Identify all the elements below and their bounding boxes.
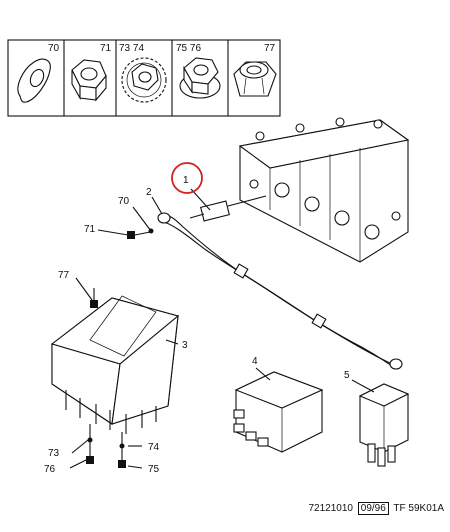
- callout-2: 2: [146, 187, 152, 198]
- callout-71: 71: [84, 224, 96, 235]
- nut-77-marker: [90, 300, 98, 308]
- legend-frame: [7, 39, 281, 117]
- leader-lines: [69, 188, 375, 469]
- relay-box-drawing: [50, 295, 180, 434]
- callout-75: 75: [148, 464, 160, 475]
- callout-73: 73: [48, 448, 60, 459]
- cap-nut-icon: [233, 61, 277, 97]
- legend-label-71: 71: [100, 43, 112, 54]
- washer-icon: [17, 58, 51, 103]
- legend-strip: 70 71 73 74 75 76 77: [7, 39, 281, 117]
- legend-label-75-76: 75 76: [176, 43, 201, 54]
- callout-70: 70: [118, 196, 130, 207]
- footer-date: 09/96: [357, 502, 389, 515]
- flanged-nut-icon: [179, 57, 221, 99]
- callout-77: 77: [58, 270, 70, 281]
- relay-4-drawing: [233, 371, 324, 453]
- callout-4: 4: [252, 356, 258, 367]
- fastener-70-71: [97, 206, 154, 239]
- footer-ref-number: 72121010: [308, 503, 353, 514]
- hex-nut-icon: [71, 59, 107, 102]
- footer-reference: 72121010 09/96 TF 59K01A: [308, 502, 444, 515]
- callout-3: 3: [182, 340, 188, 351]
- legend-label-70: 70: [48, 43, 60, 54]
- nut-76-marker: [86, 456, 94, 464]
- toothed-lock-washer-icon: [121, 57, 167, 103]
- nut-75-marker: [118, 460, 126, 468]
- legend-label-77: 77: [264, 43, 276, 54]
- wiring-harness-drawing: [157, 212, 403, 370]
- callout-74: 74: [148, 442, 160, 453]
- footer-code: TF 59K01A: [393, 503, 444, 514]
- highlight-circle: [171, 162, 203, 194]
- legend-label-73-74: 73 74: [119, 43, 144, 54]
- nut-71-marker: [127, 231, 135, 239]
- cylinder-head-drawing: [238, 117, 410, 263]
- callout-76: 76: [44, 464, 56, 475]
- callout-5: 5: [344, 370, 350, 381]
- relay-5-drawing: [358, 383, 410, 467]
- callout-1: 1: [183, 175, 189, 186]
- glow-plug-drawing: [189, 195, 267, 222]
- fastener-73-77: [86, 288, 126, 468]
